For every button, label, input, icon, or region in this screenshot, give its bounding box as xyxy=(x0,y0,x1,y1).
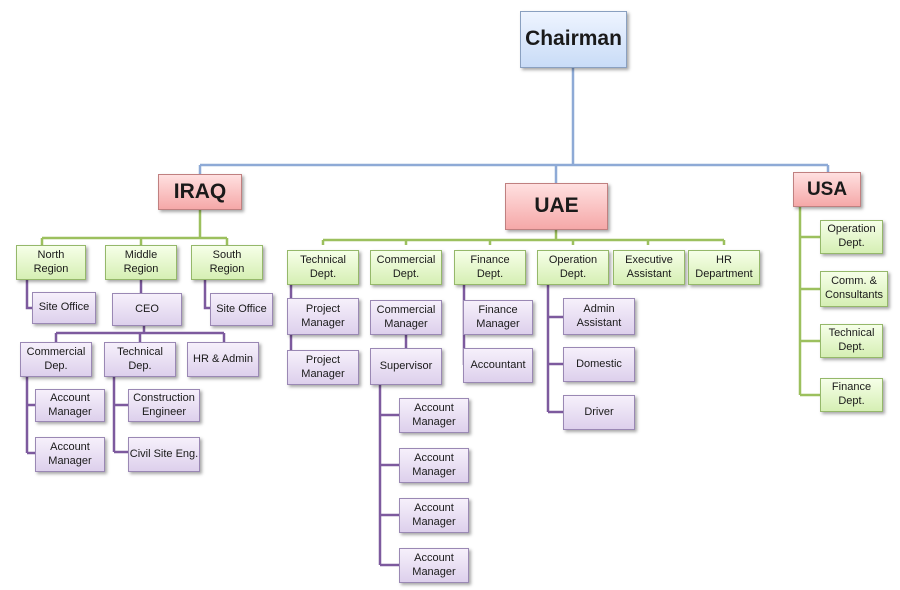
civil-site-eng-node: Civil Site Eng. xyxy=(128,437,200,472)
usa-technical-dept-node: Technical Dept. xyxy=(820,324,883,358)
site-office-north-node: Site Office xyxy=(32,292,96,324)
construction-engineer-node: Construction Engineer xyxy=(128,389,200,422)
project-manager-2-node: Project Manager xyxy=(287,350,359,385)
uae-operation-dept-node: Operation Dept. xyxy=(537,250,609,285)
hr-admin-node: HR & Admin xyxy=(187,342,259,377)
iraq-account-manager-2-node: Account Manager xyxy=(35,437,105,472)
uae-account-manager-4-node: Account Manager xyxy=(399,548,469,583)
usa-node: USA xyxy=(793,172,861,207)
chairman-node: Chairman xyxy=(520,11,627,68)
usa-operation-dept-node: Operation Dept. xyxy=(820,220,883,254)
admin-assistant-node: Admin Assistant xyxy=(563,298,635,335)
uae-technical-dept-node: Technical Dept. xyxy=(287,250,359,285)
commercial-manager-node: Commercial Manager xyxy=(370,300,442,335)
top-level-connectors xyxy=(198,68,830,183)
comm-consultants-node: Comm. & Consultants xyxy=(820,271,888,307)
executive-assistant-node: Executive Assistant xyxy=(613,250,685,285)
technical-dep-node: Technical Dep. xyxy=(104,342,176,377)
domestic-node: Domestic xyxy=(563,347,635,382)
uae-finance-dept-node: Finance Dept. xyxy=(454,250,526,285)
site-office-south-node: Site Office xyxy=(210,293,273,326)
commercial-dep-node: Commercial Dep. xyxy=(20,342,92,377)
project-manager-1-node: Project Manager xyxy=(287,298,359,335)
iraq-account-manager-1-node: Account Manager xyxy=(35,389,105,422)
south-region-node: South Region xyxy=(191,245,263,280)
uae-node: UAE xyxy=(505,183,608,230)
supervisor-node: Supervisor xyxy=(370,348,442,385)
uae-account-manager-2-node: Account Manager xyxy=(399,448,469,483)
middle-region-node: Middle Region xyxy=(105,245,177,280)
uae-commercial-dept-node: Commercial Dept. xyxy=(370,250,442,285)
driver-node: Driver xyxy=(563,395,635,430)
uae-account-manager-3-node: Account Manager xyxy=(399,498,469,533)
hr-department-node: HR Department xyxy=(688,250,760,285)
north-region-node: North Region xyxy=(16,245,86,280)
usa-finance-dept-node: Finance Dept. xyxy=(820,378,883,412)
accountant-node: Accountant xyxy=(463,348,533,383)
ceo-node: CEO xyxy=(112,293,182,326)
uae-account-manager-1-node: Account Manager xyxy=(399,398,469,433)
finance-manager-node: Finance Manager xyxy=(463,300,533,335)
iraq-node: IRAQ xyxy=(158,174,242,210)
region-dept-connectors xyxy=(40,207,820,397)
